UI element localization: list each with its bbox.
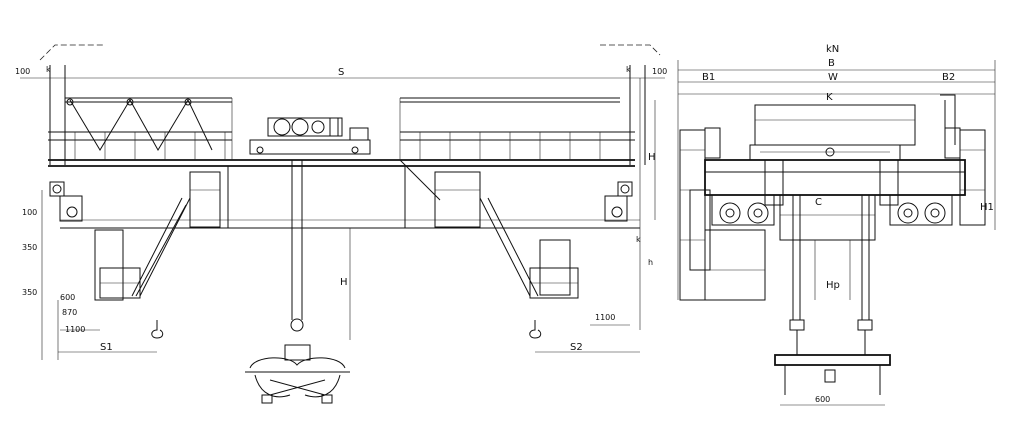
left-cab xyxy=(94,171,221,301)
handrail-posts xyxy=(74,132,601,160)
festoon-cable xyxy=(69,98,213,151)
right-rail-label: k xyxy=(636,235,641,244)
trolley xyxy=(249,117,371,155)
h1-label: H1 xyxy=(980,202,994,213)
left-top-label: 100 xyxy=(15,67,30,76)
left-hook xyxy=(151,320,164,339)
b-label: B xyxy=(828,58,835,69)
kn-label: kN xyxy=(826,44,839,55)
w-label: W xyxy=(828,72,838,83)
k-label: K xyxy=(826,92,833,103)
dim-600: 600 xyxy=(60,293,75,302)
s1-label: S1 xyxy=(100,342,113,353)
hp-label: Hp xyxy=(826,280,840,291)
dim-870: 870 xyxy=(62,308,77,317)
span-label: S xyxy=(338,67,344,78)
b1-label: B1 xyxy=(702,72,715,83)
right-top-label: 100 xyxy=(652,67,667,76)
right-cab xyxy=(399,159,579,299)
lift-label: H xyxy=(340,277,348,288)
c-label: C xyxy=(815,197,822,208)
dim-100: 100 xyxy=(22,208,37,217)
rail-gap-label: h xyxy=(648,258,653,267)
height-label: H xyxy=(648,152,656,163)
bottom-label: 600 xyxy=(815,395,830,404)
dim-1100: 1100 xyxy=(65,325,85,334)
dim-350b: 350 xyxy=(22,288,37,297)
left-wheel-label: k xyxy=(46,65,51,74)
side-view: kN B B1 B2 W K H1 C Hp 600 xyxy=(677,44,996,406)
dim-350a: 350 xyxy=(22,243,37,252)
b2-label: B2 xyxy=(942,72,955,83)
right-wheels xyxy=(889,194,953,226)
grab-bucket xyxy=(245,318,350,404)
left-end-truck xyxy=(49,181,83,222)
s2-label: S2 xyxy=(570,342,583,353)
right-wheel-label: k xyxy=(626,65,631,74)
front-view: S H H S1 S2 k k 100 100 k h 100 350 350 … xyxy=(15,44,667,404)
right-hook xyxy=(529,320,542,339)
right-end-truck xyxy=(604,181,633,222)
left-wheels xyxy=(711,194,775,226)
dim-1100r: 1100 xyxy=(595,313,615,322)
